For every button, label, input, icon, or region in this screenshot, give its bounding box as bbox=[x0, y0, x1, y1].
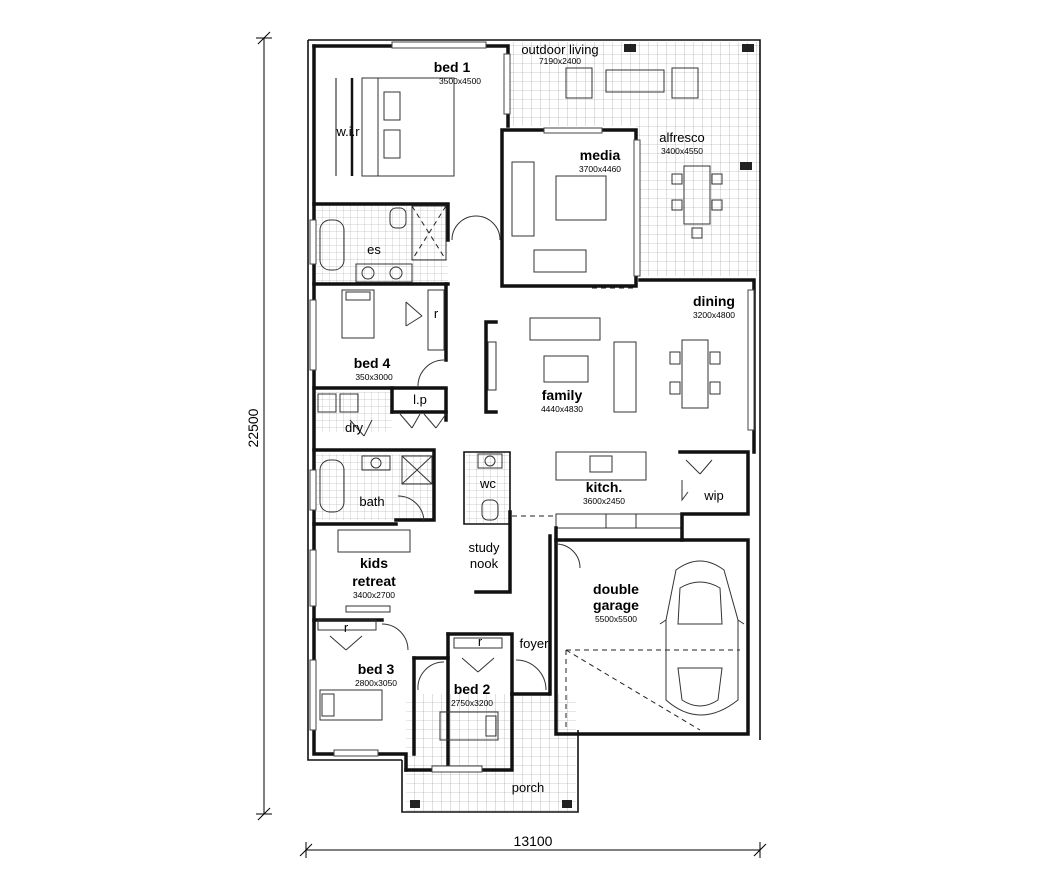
room-outdoor-living-dim: 7190x2400 bbox=[539, 56, 581, 66]
room-es-name: es bbox=[367, 242, 381, 257]
room-foyer-name: foyer bbox=[520, 636, 550, 651]
furniture bbox=[317, 44, 754, 741]
room-alfresco-dim: 3400x4550 bbox=[661, 146, 703, 156]
room-media-name: media bbox=[580, 147, 621, 163]
porch-tiles bbox=[406, 694, 576, 812]
room-family-name: family bbox=[542, 387, 583, 403]
room-garage-name: garage bbox=[593, 597, 639, 613]
room-wc-name: wc bbox=[479, 476, 496, 491]
porch-post-left bbox=[410, 800, 420, 808]
room-porch-name: porch bbox=[512, 780, 545, 795]
room-dining-name: dining bbox=[693, 293, 735, 309]
room-garage-dim: 5500x5500 bbox=[595, 614, 637, 624]
room-kitch-dim: 3600x2450 bbox=[583, 496, 625, 506]
doors bbox=[329, 215, 713, 691]
room-wir-name: w.i.r bbox=[335, 124, 360, 139]
room-bed4-dim: 350x3000 bbox=[355, 372, 393, 382]
ensuite-floor-tiles bbox=[316, 206, 448, 284]
room-family-dim: 4440x4830 bbox=[541, 404, 583, 414]
room-retreat-dim: 3400x2700 bbox=[353, 590, 395, 600]
room-bed3-robe-name: r bbox=[344, 620, 349, 635]
wc-floor-tiles bbox=[466, 452, 510, 524]
vertical-dimension bbox=[256, 31, 272, 821]
room-nook-name: nook bbox=[470, 556, 499, 571]
room-outdoor-living-name: outdoor living bbox=[521, 42, 598, 57]
car-icon bbox=[659, 560, 745, 716]
alfresco-tiles bbox=[636, 120, 760, 276]
outdoor-living-tiles bbox=[510, 42, 760, 126]
overall-height-label: 22500 bbox=[245, 408, 261, 447]
porch-post-right bbox=[562, 800, 572, 808]
porch-outline bbox=[401, 730, 579, 813]
room-wip-name: wip bbox=[703, 488, 724, 503]
room-bed3-dim: 2800x3050 bbox=[355, 678, 397, 688]
room-kids-name: kids bbox=[360, 555, 388, 571]
room-bed4-robe-name: r bbox=[434, 306, 439, 321]
room-study-name: study bbox=[468, 540, 500, 555]
bathroom-floor-tiles bbox=[316, 454, 434, 520]
room-dry-name: dry bbox=[345, 420, 364, 435]
room-labels: outdoor living 7190x2400 bed 1 3500x4500… bbox=[335, 42, 735, 795]
room-bath-name: bath bbox=[359, 494, 384, 509]
room-kitch-name: kitch. bbox=[586, 479, 623, 495]
room-bed1-dim: 3500x4500 bbox=[439, 76, 481, 86]
room-double-name: double bbox=[593, 581, 639, 597]
overall-width-label: 13100 bbox=[514, 833, 553, 849]
room-alfresco-name: alfresco bbox=[659, 130, 705, 145]
room-bed2-name: bed 2 bbox=[454, 681, 491, 697]
room-bed2-dim: 2750x3200 bbox=[451, 698, 493, 708]
room-lp-name: l.p bbox=[413, 392, 427, 407]
room-bed1-name: bed 1 bbox=[434, 59, 471, 75]
room-bed2-robe-name: r bbox=[478, 634, 483, 649]
interior-walls bbox=[312, 128, 750, 772]
room-media-dim: 3700x4460 bbox=[579, 164, 621, 174]
room-bed3-name: bed 3 bbox=[358, 661, 395, 677]
room-retreat-name: retreat bbox=[352, 573, 396, 589]
windows bbox=[309, 41, 755, 773]
dashed-openings bbox=[512, 287, 740, 731]
room-dining-dim: 3200x4800 bbox=[693, 310, 735, 320]
horizontal-dimension bbox=[299, 842, 767, 858]
room-bed4-name: bed 4 bbox=[354, 355, 391, 371]
